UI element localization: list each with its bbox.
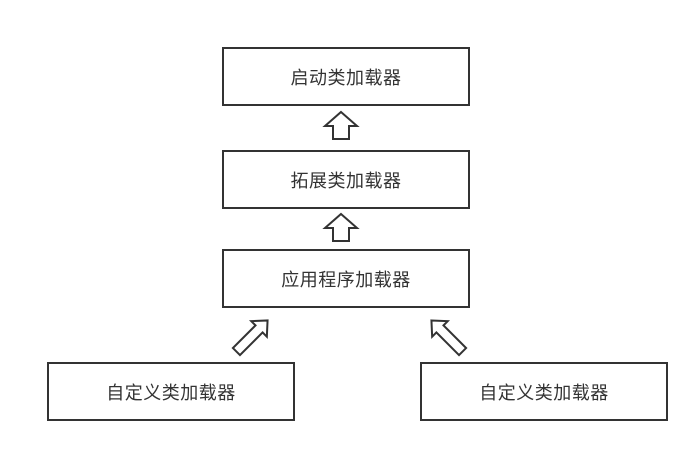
node-bootstrap-class-loader: 启动类加载器	[222, 47, 470, 106]
arrow-up-icon	[322, 212, 360, 242]
node-extension-class-loader: 拓展类加载器	[222, 150, 470, 209]
arrow-up-icon	[322, 110, 360, 140]
node-application-class-loader: 应用程序加载器	[222, 249, 470, 308]
node-label: 拓展类加载器	[290, 170, 402, 192]
node-label: 启动类加载器	[290, 67, 402, 89]
node-label: 自定义类加载器	[106, 382, 236, 404]
node-label: 应用程序加载器	[281, 269, 411, 291]
node-label: 自定义类加载器	[479, 382, 609, 404]
arrow-up-left-icon	[430, 319, 468, 357]
arrow-up-right-icon	[231, 319, 269, 357]
node-custom-class-loader-left: 自定义类加载器	[47, 362, 295, 421]
node-custom-class-loader-right: 自定义类加载器	[420, 362, 668, 421]
